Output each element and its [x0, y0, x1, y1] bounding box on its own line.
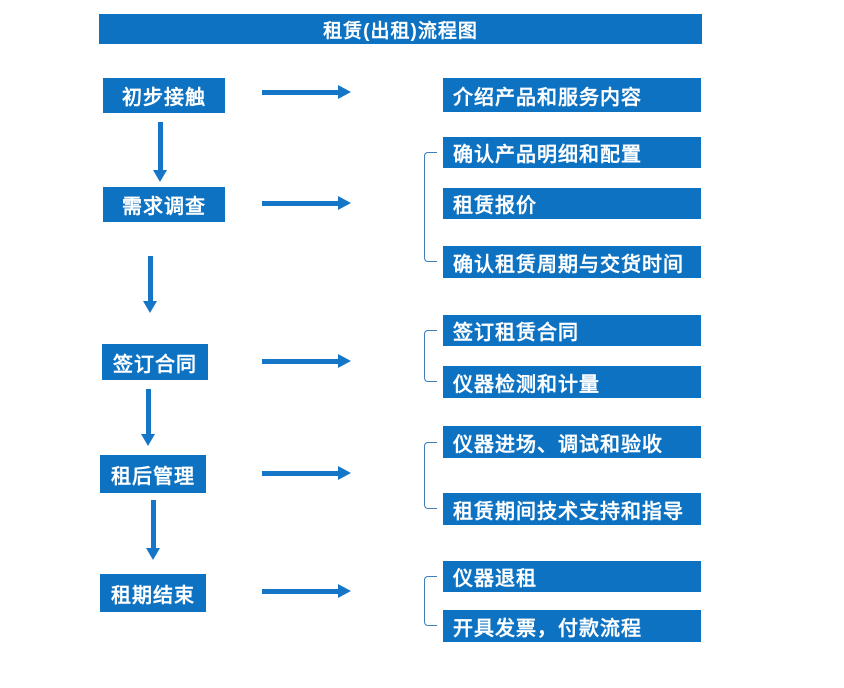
right-arrow-icon [262, 196, 351, 210]
output-box: 仪器退租 [443, 561, 701, 592]
output-box: 租赁报价 [443, 188, 701, 219]
right-arrow-icon [262, 466, 351, 480]
output-box: 开具发票，付款流程 [443, 610, 701, 642]
output-box: 租赁期间技术支持和指导 [443, 493, 701, 525]
page-title: 租赁(出租)流程图 [99, 14, 702, 44]
right-arrow-icon [262, 85, 351, 99]
group-bracket-icon [424, 442, 437, 509]
output-box: 确认产品明细和配置 [443, 137, 701, 168]
down-arrow-icon [146, 500, 160, 560]
down-arrow-icon [153, 122, 167, 182]
output-box: 确认租赁周期与交货时间 [443, 246, 701, 278]
down-arrow-icon [141, 389, 155, 446]
step-box-rental-end: 租期结束 [100, 574, 206, 612]
step-box-post-rental-management: 租后管理 [100, 455, 206, 493]
output-box: 介绍产品和服务内容 [443, 78, 701, 112]
group-bracket-icon [424, 152, 437, 262]
step-box-demand-survey: 需求调查 [103, 187, 225, 222]
right-arrow-icon [262, 354, 351, 368]
step-box-sign-contract: 签订合同 [102, 344, 208, 380]
group-bracket-icon [424, 576, 437, 626]
right-arrow-icon [262, 584, 351, 598]
step-box-initial-contact: 初步接触 [103, 78, 225, 113]
group-bracket-icon [424, 330, 437, 382]
output-box: 签订租赁合同 [443, 315, 701, 346]
output-box: 仪器进场、调试和验收 [443, 426, 701, 458]
down-arrow-icon [143, 256, 157, 313]
output-box: 仪器检测和计量 [443, 366, 701, 398]
